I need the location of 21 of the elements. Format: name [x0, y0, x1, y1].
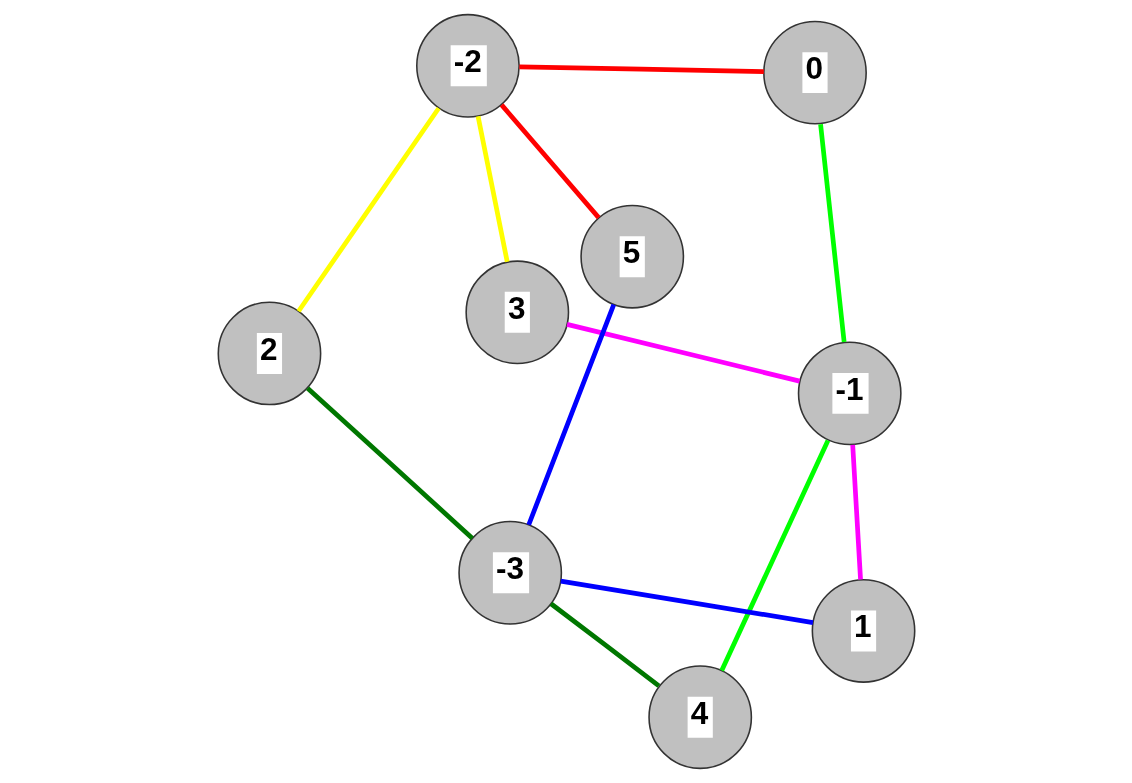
connector	[296, 106, 441, 313]
node-circle: 3	[464, 260, 569, 365]
node-circle: 2	[217, 301, 321, 406]
connector	[526, 303, 616, 526]
connector	[475, 115, 510, 263]
connector	[817, 123, 846, 343]
connector	[719, 439, 830, 672]
node-circle: 4	[647, 665, 752, 770]
node-circle: -1	[797, 341, 902, 446]
connector	[499, 103, 600, 220]
node-circle: 5	[579, 204, 684, 309]
connector	[305, 386, 474, 540]
connector	[559, 578, 813, 625]
node-circle: 1	[811, 579, 915, 683]
connector	[549, 601, 660, 688]
node-circle: -3	[457, 520, 562, 625]
connector	[849, 444, 863, 580]
node-circle: 0	[762, 20, 867, 125]
connector	[566, 322, 800, 384]
node-circle: -2	[415, 13, 520, 118]
connector	[518, 64, 764, 74]
